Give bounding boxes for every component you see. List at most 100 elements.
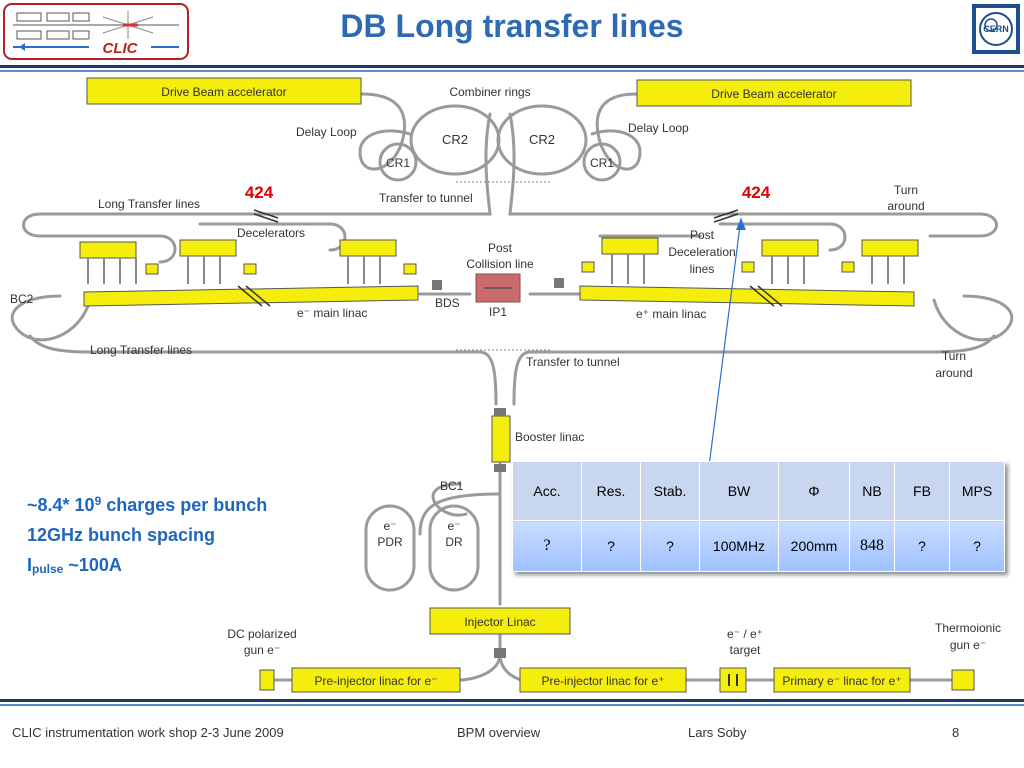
drive-beam-accelerator-right [636, 79, 912, 107]
turn-around-top-label-1: Turn [894, 183, 918, 197]
bds-label: BDS [435, 296, 460, 310]
table-value-row: ? ? ? 100MHz 200mm 848 ? ? [512, 520, 1005, 572]
target-box [719, 667, 747, 693]
primary-linac-label: Primary e⁻ linac for e⁺ [782, 674, 901, 688]
clic-logo-text: CLIC [103, 40, 139, 57]
pointer-arrowhead [736, 218, 746, 230]
combiner-rings-label: Combiner rings [449, 85, 530, 99]
value-res: ? [581, 520, 641, 572]
pulse-current: Ipulse ~100A [27, 555, 122, 576]
pre-injector-e-minus [291, 667, 461, 693]
decelerator-modules [79, 237, 919, 284]
booster-block-top [494, 408, 506, 416]
count-label-right: 424 [742, 183, 771, 202]
delay-loop-left-label: Delay Loop [296, 125, 357, 139]
value-nb: 848 [849, 520, 895, 572]
dc-gun-label-1: DC polarized [227, 627, 296, 641]
injector-linac-label: Injector Linac [464, 615, 535, 629]
dr-label-2: DR [445, 535, 463, 549]
dc-gun-box [259, 669, 275, 691]
ip1-label: IP1 [489, 305, 507, 319]
target-label-1: e⁻ / e⁺ [727, 627, 763, 641]
footer-event: CLIC instrumentation work shop 2-3 June … [12, 725, 284, 740]
post-deceleration-label-2: Deceleration [668, 245, 735, 259]
break-mark-top-right [713, 209, 739, 223]
beamlines [10, 92, 1014, 682]
value-mps: ? [949, 520, 1005, 572]
delay-loop-right-label: Delay Loop [628, 121, 689, 135]
header-rule [0, 65, 1024, 68]
bc1-label: BC1 [440, 479, 464, 493]
transfer-tunnel-top-label: Transfer to tunnel [379, 191, 473, 205]
cern-logo-text: CERN [983, 24, 1009, 34]
bds-left-block [432, 280, 442, 290]
clic-logo: CLIC [3, 3, 189, 60]
post-deceleration-label-3: lines [690, 262, 715, 276]
cr2-right-label: CR2 [529, 132, 555, 147]
cr1-left-label: CR1 [386, 156, 410, 170]
post-collision-label-2: Collision line [466, 257, 534, 271]
e-minus-main-linac-label: e⁻ main linac [297, 306, 367, 320]
turn-around-bottom-label-2: around [935, 366, 972, 380]
page-number: 8 [952, 725, 960, 740]
turn-around-top-label-2: around [887, 199, 924, 213]
injector-linac [429, 607, 571, 635]
booster-linac [491, 415, 511, 463]
transfer-tunnel-bottom-label: Transfer to tunnel [526, 355, 620, 369]
header-phi: Φ [778, 461, 850, 521]
drive-beam-right-label: Drive Beam accelerator [711, 87, 836, 101]
target-marks [728, 674, 738, 686]
header-mps: MPS [949, 461, 1005, 521]
break-mark-right [749, 285, 783, 307]
post-deceleration-label-1: Post [690, 228, 715, 242]
footer-author: Lars Soby [688, 725, 747, 740]
cr2-left-label: CR2 [442, 132, 468, 147]
booster-linac-label: Booster linac [515, 430, 584, 444]
e-plus-main-linac-label: e⁺ main linac [636, 307, 706, 321]
combiner-rings [378, 104, 622, 182]
target-label-2: target [730, 643, 761, 657]
tunnel-markers [456, 181, 552, 351]
value-bw: 100MHz [699, 520, 779, 572]
header-bw: BW [699, 461, 779, 521]
drive-beam-left-label: Drive Beam accelerator [161, 85, 286, 99]
post-collision-label-1: Post [488, 241, 513, 255]
break-mark-left [237, 285, 271, 307]
value-acc: ? [512, 520, 582, 572]
pdr-label-1: e⁻ [383, 519, 396, 533]
bpm-parameter-table: Acc. Res. Stab. BW Φ NB FB MPS ? ? ? 100… [512, 461, 1005, 572]
header-fb: FB [894, 461, 950, 521]
bc2-label: BC2 [10, 292, 34, 306]
footer-rule [0, 699, 1024, 702]
value-fb: ? [894, 520, 950, 572]
booster-block-bottom [494, 464, 506, 472]
footer-topic: BPM overview [457, 725, 541, 740]
pdr-label-2: PDR [377, 535, 403, 549]
e-plus-main-linac [579, 285, 915, 307]
header-res: Res. [581, 461, 641, 521]
header-rule-accent [0, 70, 1024, 72]
pre-injector-e-plus-label: Pre-injector linac for e⁺ [541, 674, 664, 688]
decelerators-label: Decelerators [237, 226, 305, 240]
header-acc: Acc. [512, 461, 582, 521]
thermo-gun-box [951, 669, 975, 691]
thermo-gun-label-1: Thermoionic [935, 621, 1001, 635]
charges-per-bunch: ~8.4* 109 charges per bunch [27, 494, 268, 515]
value-stab: ? [640, 520, 700, 572]
cern-logo: CERN [972, 4, 1020, 54]
header-stab: Stab. [640, 461, 700, 521]
dr-label-1: e⁻ [447, 519, 460, 533]
beam-parameters: ~8.4* 109 charges per bunch 12GHz bunch … [27, 486, 357, 584]
pre-injector-e-minus-label: Pre-injector linac for e⁻ [314, 674, 437, 688]
slide-title: DB Long transfer lines [340, 8, 684, 44]
bunch-spacing: 12GHz bunch spacing [27, 525, 216, 545]
clic-layout-diagram: Drive Beam accelerator Drive Beam accele… [10, 77, 1014, 693]
injector-block [494, 648, 506, 658]
long-transfer-top-label: Long Transfer lines [98, 197, 200, 211]
value-phi: 200mm [778, 520, 850, 572]
count-label-left: 424 [245, 183, 274, 202]
drive-beam-accelerator-left [86, 77, 362, 105]
turn-around-bottom-label-1: Turn [942, 349, 966, 363]
thermo-gun-label-2: gun e⁻ [950, 638, 986, 652]
bds-right-block [554, 278, 564, 288]
